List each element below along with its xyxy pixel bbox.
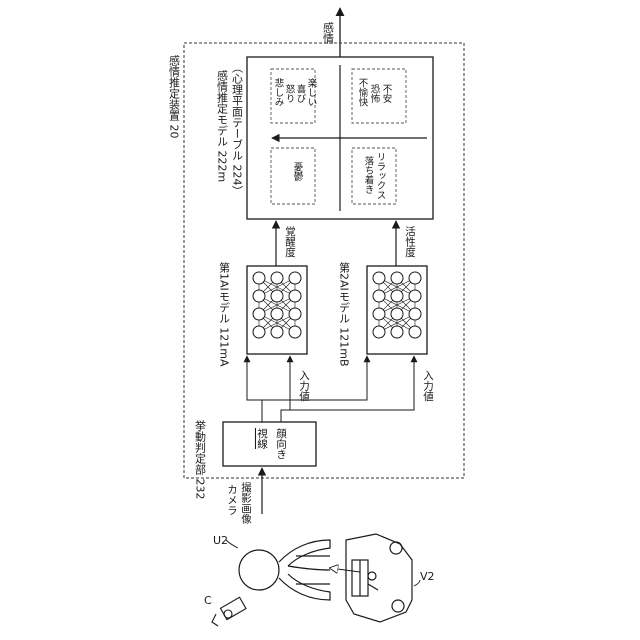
gaze-to-ai1-line (247, 364, 262, 422)
nn-node (373, 290, 385, 302)
nn-node (391, 290, 403, 302)
camera-icon (212, 597, 246, 626)
nn-node (289, 326, 301, 338)
nn-node (253, 326, 265, 338)
q-tr-2: 恐怖 (369, 84, 381, 104)
nn-node (289, 272, 301, 284)
nn-node (253, 272, 265, 284)
q-tl-2: 喜び (295, 83, 307, 103)
camera-label-line1: カメラ (226, 484, 238, 516)
q-tl-4: 悲しみ (273, 77, 285, 106)
input-value-label-1: 入力値 (298, 370, 310, 402)
nn-node (271, 326, 283, 338)
neural-network-1-icon (253, 272, 301, 338)
gaze-direction-arrow (330, 568, 360, 572)
gaze-to-ai2-line (262, 364, 367, 400)
nn-node (391, 326, 403, 338)
nn-node (409, 326, 421, 338)
arousal-label: 覚醒度 (284, 225, 296, 258)
q-bl-1: 憂鬱 (292, 162, 304, 182)
q-tl-1: 楽しい (306, 77, 318, 106)
behavior-unit-box (223, 422, 316, 466)
nn-node (253, 308, 265, 320)
q-tl-3: 怒り (284, 83, 296, 103)
vehicle-label: V2 (420, 570, 435, 583)
face-to-ai1-line (281, 364, 290, 422)
nn-node (391, 308, 403, 320)
behavior-unit-label: 挙動判定部 232 (194, 420, 207, 500)
nn-node (409, 290, 421, 302)
nn-node (271, 272, 283, 284)
q-tr-3: 不愉快 (357, 78, 369, 107)
user-person-icon (239, 540, 330, 600)
nn-node (391, 272, 403, 284)
q-br-1: リラックス (375, 152, 386, 200)
ai-model-2-label: 第2AIモデル 121mB (338, 261, 351, 367)
nn-node (271, 290, 283, 302)
nn-node (409, 272, 421, 284)
neural-network-2-icon (373, 272, 421, 338)
q-tr-1: 不安 (381, 84, 393, 104)
ai-model-1-label: 第1AIモデル 121mA (218, 261, 231, 367)
face-direction-label: 顔向き (275, 427, 287, 459)
nn-node (271, 308, 283, 320)
nn-node (253, 290, 265, 302)
vehicle-icon (346, 534, 412, 622)
camera-ref-label: C (204, 594, 212, 607)
activity-label: 活性度 (404, 226, 416, 258)
model-title-line2: （心理平面テーブル 224） (231, 62, 244, 197)
nn-node (289, 290, 301, 302)
nn-node (289, 308, 301, 320)
device-label: 感情推定装置 20 (168, 55, 181, 139)
nn-node (373, 326, 385, 338)
q-br-2: 落ち着き (363, 155, 375, 194)
nn-node (409, 308, 421, 320)
input-value-label-2: 入力値 (422, 370, 434, 402)
camera-label-line2: 撮影画像 (240, 481, 252, 524)
model-title-line1: 感情推定モデル 222m (216, 70, 229, 183)
nn-node (373, 272, 385, 284)
output-label: 感情 (322, 22, 335, 45)
user-label: U2 (213, 534, 228, 547)
gaze-label: 視線 (256, 427, 268, 449)
nn-node (373, 308, 385, 320)
